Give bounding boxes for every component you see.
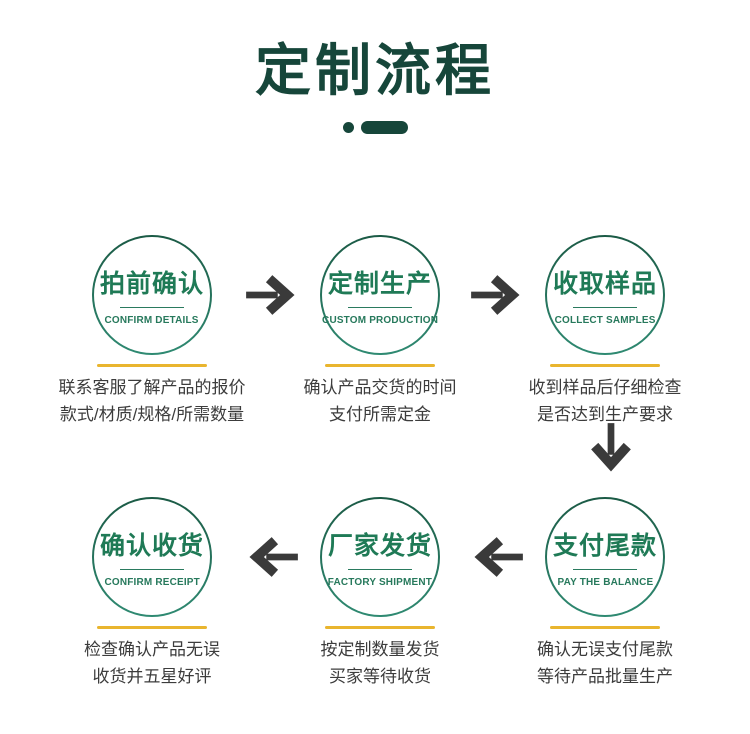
- step-factory-shipment: 厂家发货 FACTORY SHIPMENT 按定制数量发货 买家等待收货: [268, 497, 492, 690]
- circle-divider-line: [573, 569, 637, 570]
- circle-divider-line: [348, 307, 412, 308]
- step-circle-inner: 拍前确认 CONFIRM DETAILS: [94, 237, 210, 353]
- step-circle-inner: 支付尾款 PAY THE BALANCE: [547, 499, 663, 615]
- step-circle: 收取样品 COLLECT SAMPLES: [545, 235, 665, 355]
- step-desc-line2: 是否达到生产要求: [537, 405, 673, 424]
- step-title-zh: 定制生产: [327, 270, 432, 298]
- step-circle: 厂家发货 FACTORY SHIPMENT: [320, 497, 440, 617]
- step-underline: [97, 364, 207, 367]
- step-circle: 支付尾款 PAY THE BALANCE: [545, 497, 665, 617]
- step-title-en: COLLECT SAMPLES: [554, 314, 656, 326]
- step-collect-samples: 收取样品 COLLECT SAMPLES 收到样品后仔细检查 是否达到生产要求: [493, 235, 717, 428]
- step-circle: 拍前确认 CONFIRM DETAILS: [92, 235, 212, 355]
- step-description: 按定制数量发货 买家等待收货: [321, 636, 440, 690]
- step-desc-line2: 款式/材质/规格/所需数量: [59, 405, 245, 424]
- step-description: 确认产品交货的时间 支付所需定金: [304, 374, 457, 428]
- arrow-down-icon: [591, 423, 631, 472]
- decoration-dot-icon: [342, 122, 354, 133]
- step-desc-line2: 等待产品批量生产: [537, 667, 673, 686]
- step-desc-line2: 支付所需定金: [329, 405, 431, 424]
- arrow-right-icon: [246, 275, 295, 315]
- step-description: 确认无误支付尾款 等待产品批量生产: [537, 636, 673, 690]
- step-title-zh: 拍前确认: [99, 270, 204, 298]
- step-title-en: FACTORY SHIPMENT: [327, 576, 433, 588]
- step-title-en: PAY THE BALANCE: [557, 576, 653, 588]
- step-title-en: CUSTOM PRODUCTION: [321, 314, 439, 326]
- step-desc-line1: 确认产品交货的时间: [303, 378, 457, 397]
- step-underline: [97, 626, 207, 629]
- step-confirm-details: 拍前确认 CONFIRM DETAILS 联系客服了解产品的报价 款式/材质/规…: [40, 235, 264, 428]
- arrow-left-icon: [474, 537, 523, 577]
- step-desc-line1: 收到样品后仔细检查: [528, 378, 682, 397]
- step-title-zh: 支付尾款: [552, 532, 657, 560]
- arrow-left-icon: [249, 537, 298, 577]
- arrow-right-icon: [471, 275, 520, 315]
- step-underline: [550, 364, 660, 367]
- step-confirm-receipt: 确认收货 CONFIRM RECEIPT 检查确认产品无误 收货并五星好评: [40, 497, 264, 690]
- step-desc-line2: 收货并五星好评: [92, 667, 212, 686]
- page-title: 定制流程: [255, 39, 495, 102]
- step-desc-line1: 确认无误支付尾款: [537, 640, 673, 659]
- step-circle: 确认收货 CONFIRM RECEIPT: [92, 497, 212, 617]
- step-pay-balance: 支付尾款 PAY THE BALANCE 确认无误支付尾款 等待产品批量生产: [493, 497, 717, 690]
- title-decoration: [0, 121, 750, 134]
- step-circle-inner: 厂家发货 FACTORY SHIPMENT: [322, 499, 438, 615]
- step-title-zh: 厂家发货: [327, 532, 432, 560]
- step-underline: [325, 364, 435, 367]
- decoration-dash-icon: [360, 121, 408, 134]
- circle-divider-line: [573, 307, 637, 308]
- step-title-en: CONFIRM DETAILS: [104, 314, 200, 326]
- step-circle-inner: 收取样品 COLLECT SAMPLES: [547, 237, 663, 353]
- circle-divider-line: [120, 569, 184, 570]
- step-underline: [325, 626, 435, 629]
- step-desc-line2: 买家等待收货: [329, 667, 431, 686]
- step-desc-line1: 联系客服了解产品的报价: [58, 378, 246, 397]
- step-description: 检查确认产品无误 收货并五星好评: [84, 636, 220, 690]
- step-title-zh: 确认收货: [99, 532, 204, 560]
- circle-divider-line: [120, 307, 184, 308]
- circle-divider-line: [348, 569, 412, 570]
- step-desc-line1: 按定制数量发货: [320, 640, 440, 659]
- step-circle-inner: 确认收货 CONFIRM RECEIPT: [94, 499, 210, 615]
- step-circle-inner: 定制生产 CUSTOM PRODUCTION: [322, 237, 438, 353]
- step-description: 联系客服了解产品的报价 款式/材质/规格/所需数量: [59, 374, 246, 428]
- step-title-en: CONFIRM RECEIPT: [104, 576, 200, 588]
- step-desc-line1: 检查确认产品无误: [84, 640, 220, 659]
- step-title-zh: 收取样品: [552, 270, 657, 298]
- step-description: 收到样品后仔细检查 是否达到生产要求: [529, 374, 682, 428]
- step-circle: 定制生产 CUSTOM PRODUCTION: [320, 235, 440, 355]
- step-underline: [550, 626, 660, 629]
- step-custom-production: 定制生产 CUSTOM PRODUCTION 确认产品交货的时间 支付所需定金: [268, 235, 492, 428]
